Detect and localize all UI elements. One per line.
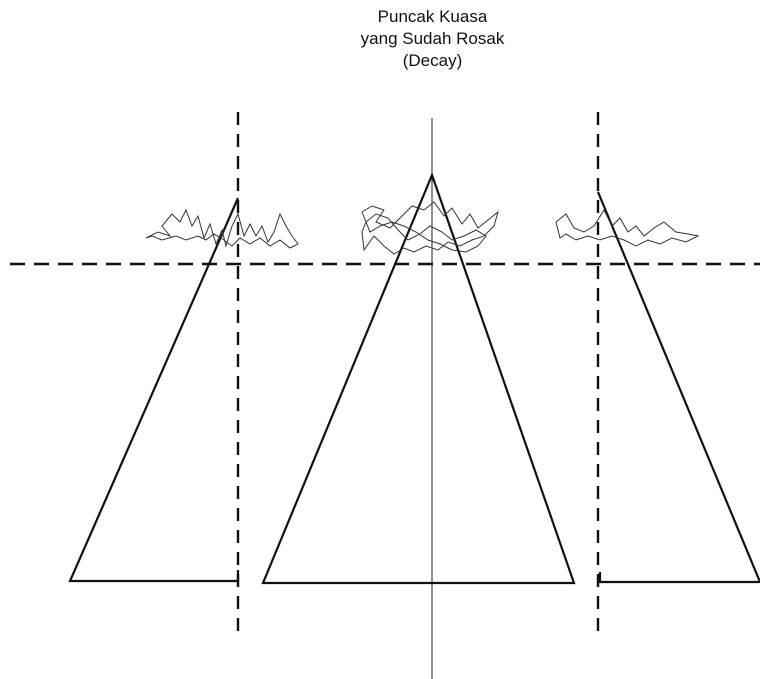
title-line-2: yang Sudah Rosak (360, 29, 505, 48)
diagram-title: Puncak Kuasa yang Sudah Rosak (Decay) (310, 6, 555, 72)
title-line-1: Puncak Kuasa (377, 7, 488, 26)
title-line-3: (Decay) (402, 51, 463, 70)
center-triangle (261, 171, 576, 585)
center-decay-scribble (361, 201, 499, 255)
right-decay-scribble (555, 208, 700, 247)
right-triangle (596, 191, 760, 584)
left-decay-scribble (145, 208, 299, 249)
left-triangle (68, 197, 240, 583)
